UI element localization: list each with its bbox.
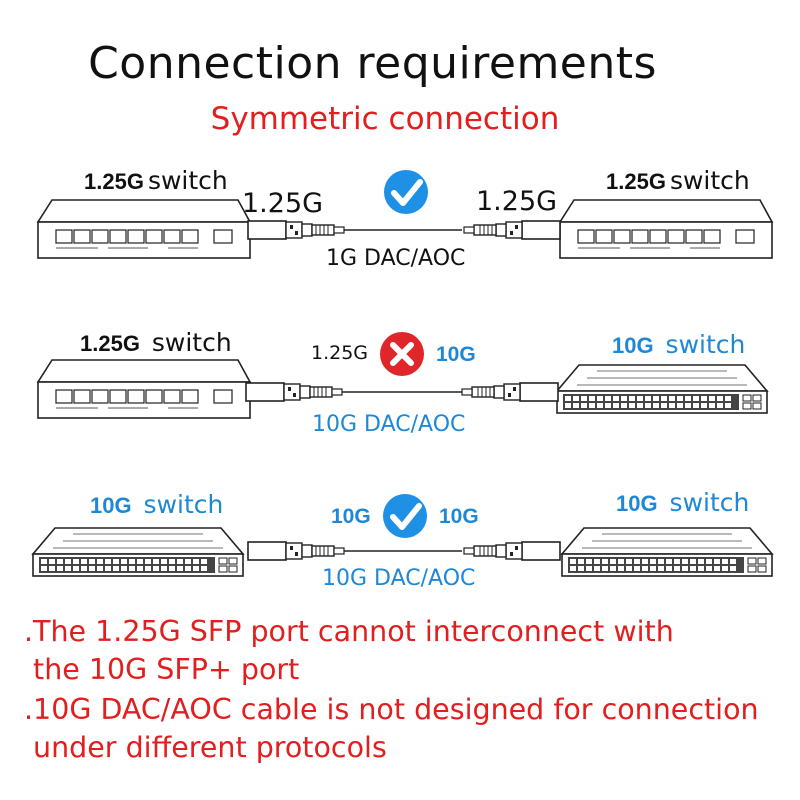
row2-right-switch-icon — [556, 364, 768, 414]
page-subtitle: Symmetric connection — [210, 101, 560, 137]
row2-right-switch-label: 10G switch — [612, 330, 746, 359]
row3-left-port-label: 10G — [331, 505, 371, 528]
note-line-3: .10G DAC/AOC cable is not designed for c… — [24, 693, 759, 726]
row3-right-switch-label: 10G switch — [616, 488, 750, 517]
page-title: Connection requirements — [88, 38, 657, 89]
row2-left-port-label: 1.25G — [311, 342, 369, 364]
note-line-2: the 10G SFP+ port — [24, 653, 300, 686]
row1-cable-label: 1G DAC/AOC — [326, 246, 466, 271]
row1-check-icon — [384, 170, 428, 214]
row3-left-connector-icon — [247, 541, 345, 561]
row2-left-switch-icon — [37, 359, 251, 419]
row1-right-switch-icon — [559, 199, 773, 259]
row1-right-connector-icon — [463, 220, 561, 240]
row2-right-connector-icon — [461, 382, 559, 402]
row3-left-switch-icon — [32, 527, 244, 577]
note-line-1: .The 1.25G SFP port cannot interconnect … — [24, 615, 674, 648]
row2-cross-icon — [380, 332, 424, 376]
row3-right-switch-icon — [561, 527, 773, 577]
row1-right-port-label: 1.25G — [476, 186, 558, 217]
row3-cable-label: 10G DAC/AOC — [322, 566, 476, 591]
row2-left-switch-label: 1.25G switch — [80, 328, 232, 357]
row3-check-icon — [383, 494, 427, 538]
row1-left-connector-icon — [247, 220, 345, 240]
note-line-4: under different protocols — [24, 731, 387, 764]
row2-right-port-label: 10G — [436, 343, 476, 366]
row2-left-connector-icon — [245, 382, 343, 402]
row2-cable-label: 10G DAC/AOC — [312, 412, 466, 437]
row3-left-switch-label: 10G switch — [90, 490, 224, 519]
row3-right-connector-icon — [463, 541, 561, 561]
row3-right-port-label: 10G — [439, 505, 479, 528]
row1-left-port-label: 1.25G — [242, 188, 324, 219]
row1-left-switch-icon — [37, 199, 251, 259]
